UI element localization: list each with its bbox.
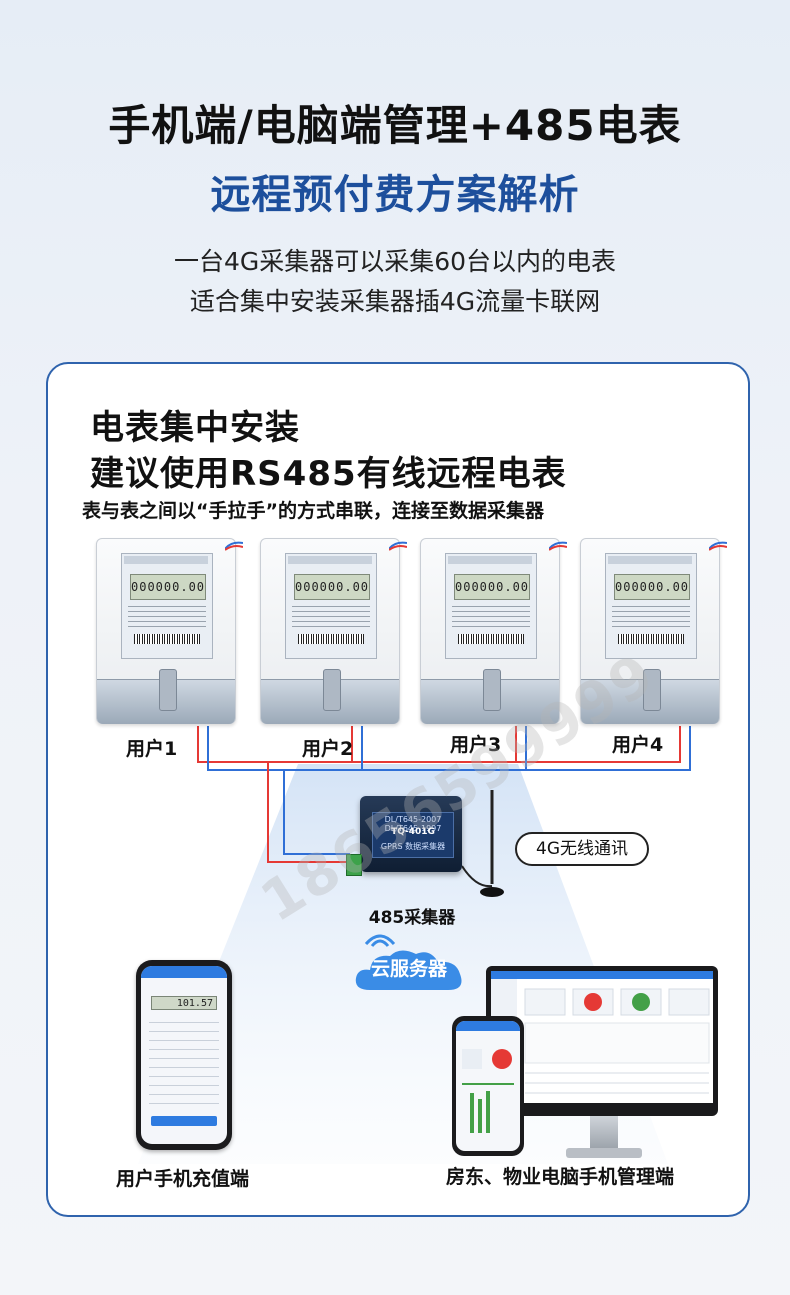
meter-2: 000000.00 [260,538,407,724]
description-line-1: 一台4G采集器可以采集60台以内的电表 [173,247,617,276]
phone-recharge-button[interactable] [151,1116,217,1126]
admin-label: 房东、物业电脑手机管理端 [446,1166,675,1188]
gateway-protocol: DL/T645-2007 DL/T645-1997 [384,815,442,833]
antenna-icon [462,790,504,897]
admin-monitor [486,966,718,1116]
meter-label-1: 用户1 [126,738,178,760]
cloud-icon [355,950,462,990]
meter-label-3: 用户3 [450,734,502,756]
user-phone: 101.57 [136,960,232,1150]
card-title-line-1: 电表集中安装 [90,408,300,448]
page-title: 手机端/电脑端管理+485电表 [108,101,682,150]
rs485-wiring [197,726,691,863]
meter-1: 000000.00 [96,538,243,724]
meter-label-4: 用户4 [612,734,664,756]
meter-4: 000000.00 [580,538,727,724]
meter-reading: 000000.00 [294,574,370,600]
cable-icon [709,541,727,551]
cable-icon [389,541,407,551]
monitor-stand [590,1116,618,1150]
gateway-device: DL/T645-2007 DL/T645-1997 TQ-401G GPRS 数… [360,796,462,872]
cloud-label: 云服务器 [370,958,447,980]
meter-face: 000000.00 [445,553,537,659]
meter-label-2: 用户2 [302,738,354,760]
card-note: 表与表之间以“手拉手”的方式串联，连接至数据采集器 [82,500,544,522]
signal-icon [364,934,396,947]
dashboard-graphic [524,988,710,1094]
meter-reading: 000000.00 [130,574,206,600]
phone-reading: 101.57 [151,996,217,1010]
phone-label: 用户手机充值端 [116,1168,250,1190]
gateway-model: TQ-401G [391,827,435,837]
cable-icon [225,541,243,551]
card-title-line-2: 建议使用RS485有线远程电表 [90,454,567,494]
admin-phone-dashboard [462,1049,514,1133]
meter-3: 000000.00 [420,538,567,724]
meter-reading: 000000.00 [614,574,690,600]
description-line-2: 适合集中安装采集器插4G流量卡联网 [189,287,601,316]
meter-face: 000000.00 [285,553,377,659]
page-subtitle: 远程预付费方案解析 [210,172,580,218]
cable-icon [549,541,567,551]
admin-phone [452,1016,524,1156]
wireless-label: 4G无线通讯 [515,832,649,866]
meter-face: 000000.00 [121,553,213,659]
terminal-block-icon [346,854,362,876]
meter-face: 000000.00 [605,553,697,659]
gateway-type: GPRS 数据采集器 [380,842,446,851]
gateway-label: 485采集器 [368,908,456,928]
meter-reading: 000000.00 [454,574,530,600]
monitor-base [566,1148,642,1158]
